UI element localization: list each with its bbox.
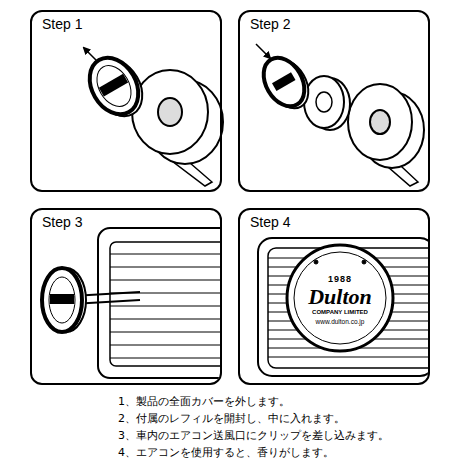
vent-slat xyxy=(110,345,220,346)
step-panel: Step 4 1988DultonCOMPANY LIMITED www.dulto… xyxy=(238,208,430,385)
instruction-line: 2、付属のレフィルを開封し、中に入れます。 xyxy=(118,411,345,426)
vent-slat xyxy=(110,267,220,268)
logo-text: COMPANY LIMITED xyxy=(312,309,368,315)
step2-art xyxy=(255,44,424,186)
step4-art xyxy=(258,238,428,376)
logo-badge: 1988DultonCOMPANY LIMITED www.dulton.co.j… xyxy=(288,248,392,352)
vent-slat xyxy=(110,306,220,307)
vent-slat xyxy=(268,357,428,358)
instruction-line: 1、製品の全面カバーを外します。 xyxy=(118,394,290,409)
logo-text: Dulton xyxy=(308,285,372,308)
instruction-line: 3、車内のエアコン送風口にクリップを差し込みます。 xyxy=(118,428,389,443)
instruction-line: 4、エアコンを使用すると、香りがします。 xyxy=(118,445,334,460)
step-panel: Step 1 xyxy=(30,10,222,192)
step-label: Step 1 xyxy=(40,16,84,32)
vent-slat xyxy=(110,358,220,359)
step-panel: Step 3 xyxy=(30,208,222,385)
vent-slat xyxy=(110,319,220,320)
step-label: Step 4 xyxy=(248,214,292,230)
step-panel: Step 2 xyxy=(238,10,430,192)
step1-art xyxy=(80,48,223,186)
vent-slat xyxy=(110,254,220,255)
logo-text: www.dulton.co.jp xyxy=(316,319,365,326)
vent-slat xyxy=(110,332,220,333)
step-label: Step 3 xyxy=(40,214,84,230)
step-label: Step 2 xyxy=(248,16,292,32)
step3-art xyxy=(42,228,220,378)
vent-slat xyxy=(110,280,220,281)
logo-text: 1988 xyxy=(328,275,352,284)
